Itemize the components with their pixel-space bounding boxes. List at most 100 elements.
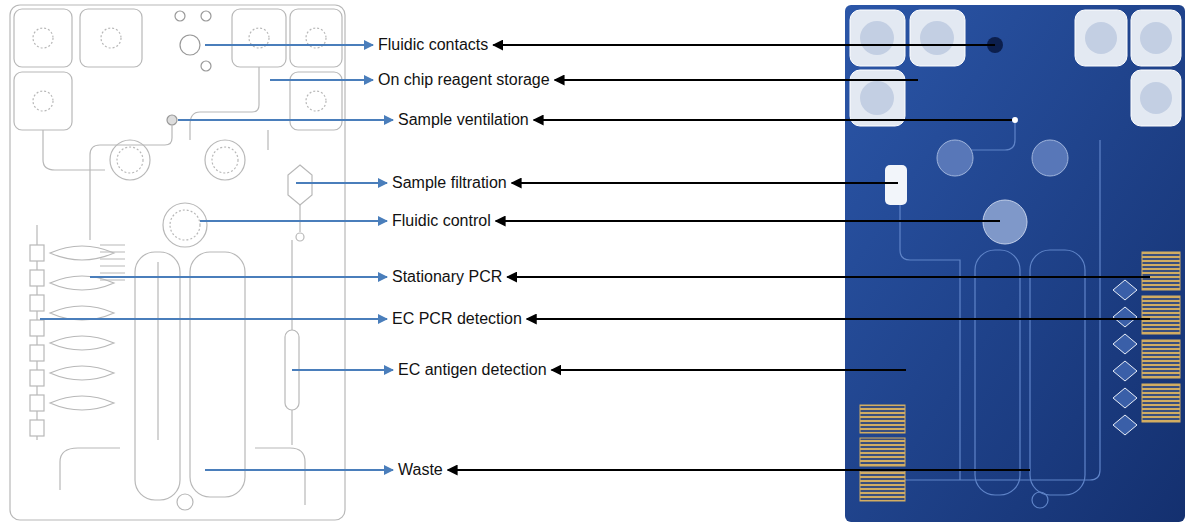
- leader-arrow: [448, 469, 1030, 471]
- part-label: Sample filtration: [392, 173, 507, 193]
- valve: [937, 140, 973, 176]
- valve-connector: [163, 203, 207, 247]
- chip-outline: [10, 5, 345, 520]
- channel-chamber: [135, 252, 180, 500]
- blister-dome: [860, 21, 894, 55]
- channel-chamber: [190, 252, 245, 497]
- leader-arrow: [205, 44, 373, 46]
- leader-arrow: [90, 276, 387, 278]
- pcr-chamber: [1113, 307, 1137, 327]
- pcr-chamber: [1113, 361, 1137, 381]
- electrode: [1142, 384, 1180, 422]
- part-label: Waste: [398, 460, 443, 480]
- blister-dome: [860, 81, 894, 115]
- leader-arrow: [296, 182, 387, 184]
- pcr-chamber: [30, 420, 44, 436]
- filter: [885, 165, 907, 205]
- fluidic-contact: [180, 35, 200, 55]
- pcr-chamber: [1113, 415, 1137, 435]
- channel: [43, 130, 105, 170]
- part-label: EC antigen detection: [398, 360, 547, 380]
- pcr-chambers: [1113, 280, 1137, 435]
- leader-arrow: [496, 220, 1000, 222]
- blister: [910, 10, 965, 66]
- pcr-chamber: [30, 270, 44, 286]
- electrode: [1142, 340, 1180, 378]
- leader-arrow: [555, 79, 918, 81]
- channel: [90, 125, 172, 240]
- leader-arrow: [205, 469, 393, 471]
- blister: [1131, 70, 1181, 126]
- waste-channel: [60, 448, 305, 505]
- fluidic-contact: [201, 61, 211, 71]
- leader-arrow: [292, 369, 393, 371]
- leader-arrow: [270, 79, 373, 81]
- blister-circle: [33, 91, 53, 111]
- electrode: [1142, 252, 1180, 290]
- leader-arrow: [507, 276, 1150, 278]
- blister: [1075, 10, 1127, 66]
- blister-domes: [860, 21, 1172, 115]
- valve-connector: [212, 147, 238, 173]
- part-label: EC PCR detection: [392, 309, 522, 329]
- leader-arrow: [493, 44, 995, 46]
- leader-arrow: [534, 119, 1012, 121]
- part-label: Stationary PCR: [392, 267, 502, 287]
- channel-chamber: [1030, 250, 1085, 495]
- fluidic-contact: [175, 11, 185, 21]
- vent-hole: [1012, 117, 1018, 123]
- fluidic-contact: [201, 11, 211, 21]
- chip-photo: [845, 5, 1185, 522]
- pcr-chamber: [30, 395, 44, 411]
- blister-box: [232, 9, 286, 67]
- blister-dome: [1085, 22, 1117, 54]
- valve: [1032, 140, 1068, 176]
- pcr-lens: [50, 276, 114, 290]
- part-label: On chip reagent storage: [378, 70, 550, 90]
- pcr-chamber: [30, 295, 44, 311]
- pcr-chamber: [30, 345, 44, 361]
- blister: [1131, 10, 1181, 66]
- pcr-lens: [50, 336, 114, 350]
- blister-circle: [33, 28, 53, 48]
- waste-port: [177, 494, 193, 510]
- pcr-chamber: [1113, 280, 1137, 300]
- part-label: Fluidic control: [392, 211, 491, 231]
- blister-dome: [1140, 22, 1172, 54]
- valve-connector: [170, 210, 200, 240]
- leader-arrow: [200, 220, 387, 222]
- pcr-lens: [50, 246, 114, 260]
- pcr-chamber: [1113, 334, 1137, 354]
- channel: [900, 205, 960, 480]
- blister-dome: [1140, 82, 1172, 114]
- leader-arrow: [512, 182, 898, 184]
- electrode-array: [860, 252, 1180, 501]
- blister-circle: [101, 28, 121, 48]
- leader-arrow: [40, 318, 387, 320]
- pcr-lens: [50, 366, 114, 380]
- blister-circle: [306, 91, 326, 111]
- pcr-chamber: [30, 370, 44, 386]
- leader-arrow: [552, 369, 906, 371]
- blister-box: [14, 72, 72, 130]
- part-label: Fluidic contacts: [378, 35, 488, 55]
- blister-dome: [920, 21, 954, 55]
- leader-arrow: [527, 318, 1150, 320]
- channel-chamber: [975, 250, 1020, 495]
- waste-port: [1032, 492, 1048, 508]
- blister-box: [290, 9, 342, 67]
- blister-box: [80, 9, 142, 67]
- pcr-lens: [50, 306, 114, 320]
- channel: [190, 67, 259, 140]
- vent-hole: [167, 115, 177, 125]
- channel: [291, 240, 292, 445]
- chip-body: [845, 5, 1185, 522]
- blister-box: [14, 9, 72, 67]
- filter-chamber: [288, 165, 312, 205]
- channel: [267, 130, 268, 150]
- port: [296, 233, 304, 241]
- blisters: [850, 10, 1181, 126]
- electrode: [860, 438, 905, 466]
